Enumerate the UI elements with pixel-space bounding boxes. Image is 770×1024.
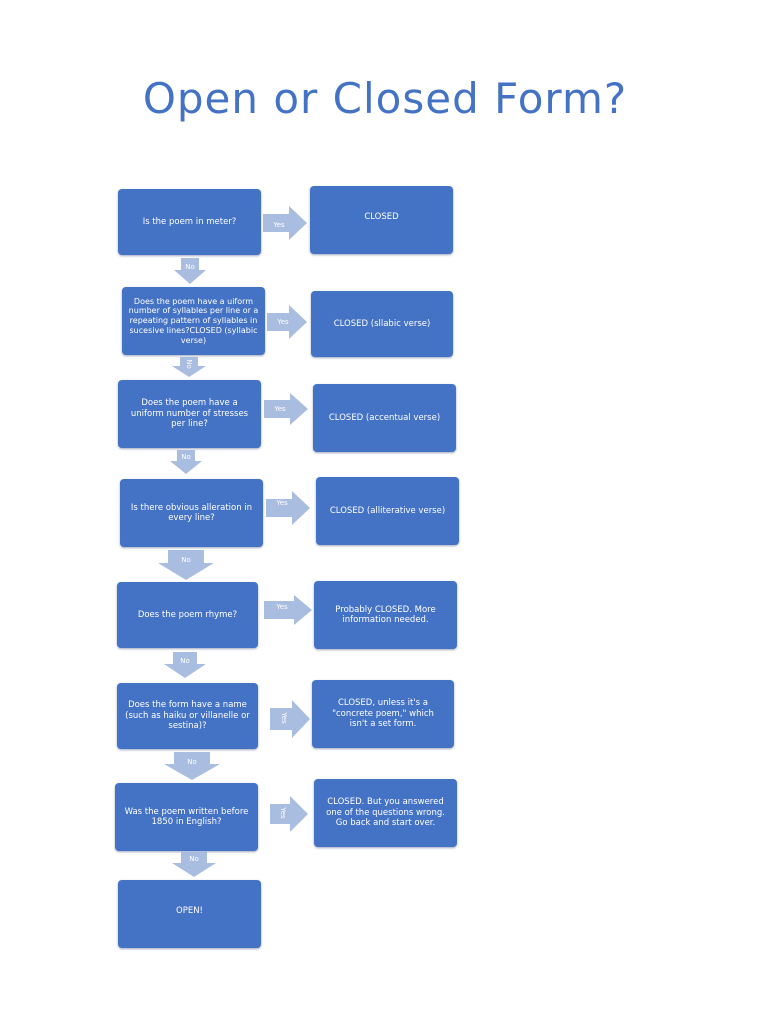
question-text: Was the poem written before 1850 in Engl… — [124, 806, 249, 827]
no-label: No — [181, 556, 191, 564]
result-text: CLOSED — [364, 212, 399, 222]
page-title: Open or Closed Form? — [142, 74, 628, 123]
yes-label: Yes — [274, 405, 286, 413]
yes-arrow: Yes — [270, 700, 310, 738]
result-text: Probably CLOSED. More information needed… — [335, 604, 436, 625]
open-result-text: OPEN! — [176, 906, 203, 916]
result-text: CLOSED. But you answered one of the ques… — [326, 797, 445, 829]
result-text: CLOSED (alliterative verse) — [329, 505, 446, 516]
no-arrow: No — [174, 258, 206, 284]
yes-arrow: Yes — [264, 595, 312, 625]
result-box-start-over: CLOSED. But you answered one of the ques… — [314, 779, 457, 847]
result-text: CLOSED (sllabic verse) — [333, 318, 431, 329]
no-label: No — [187, 758, 197, 766]
question-text: Does the poem have a uiform number of sy… — [128, 296, 259, 345]
question-text: Is there obvious alleration in every lin… — [130, 502, 253, 523]
result-box-closed: CLOSED — [310, 186, 453, 254]
question-box-meter: Is the poem in meter? — [118, 189, 261, 255]
result-box-syllabic: CLOSED (sllabic verse) — [311, 291, 453, 357]
question-box-syllables: Does the poem have a uiform number of sy… — [122, 287, 265, 355]
yes-arrow: Yes — [267, 305, 307, 339]
no-arrow: No — [172, 357, 206, 377]
question-box-stresses: Does the poem have a uniform number of s… — [118, 380, 261, 448]
yes-label: Yes — [279, 807, 287, 819]
question-text: Does the poem have a uniform number of s… — [130, 398, 249, 430]
open-result-box: OPEN! — [118, 880, 261, 948]
yes-label: Yes — [276, 603, 288, 611]
yes-arrow: Yes — [270, 796, 308, 832]
yes-arrow: Yes — [264, 393, 308, 425]
yes-arrow: Yes — [266, 491, 310, 525]
yes-label: Yes — [280, 712, 288, 724]
question-text: Does the poem rhyme? — [137, 609, 238, 620]
no-arrow: No — [170, 450, 202, 474]
result-text: CLOSED (accentual verse) — [328, 412, 441, 423]
result-box-concrete-poem: CLOSED, unless it's a "concrete poem," w… — [312, 680, 454, 748]
no-label: No — [181, 453, 191, 461]
question-box-alliteration: Is there obvious alleration in every lin… — [120, 479, 263, 547]
question-text: Does the form have a name (such as haiku… — [125, 700, 250, 732]
result-box-probably-closed: Probably CLOSED. More information needed… — [314, 581, 457, 649]
question-text: Is the poem in meter? — [142, 216, 237, 227]
no-label: No — [180, 657, 190, 665]
result-box-accentual: CLOSED (accentual verse) — [313, 384, 456, 452]
no-arrow: No — [158, 550, 214, 580]
question-box-rhyme: Does the poem rhyme? — [117, 582, 258, 648]
yes-label: Yes — [276, 499, 288, 507]
no-arrow: No — [164, 752, 220, 780]
question-box-before-1850: Was the poem written before 1850 in Engl… — [115, 783, 258, 851]
no-arrow: No — [172, 851, 216, 877]
yes-label: Yes — [273, 221, 285, 229]
result-text: CLOSED, unless it's a "concrete poem," w… — [332, 698, 434, 730]
no-label: No — [185, 263, 195, 271]
result-box-alliterative: CLOSED (alliterative verse) — [316, 477, 459, 545]
yes-label: Yes — [277, 318, 289, 326]
yes-arrow: Yes — [263, 206, 307, 240]
no-label: No — [189, 855, 199, 863]
no-label: No — [185, 359, 193, 369]
question-box-form-name: Does the form have a name (such as haiku… — [117, 683, 258, 749]
no-arrow: No — [164, 652, 206, 678]
